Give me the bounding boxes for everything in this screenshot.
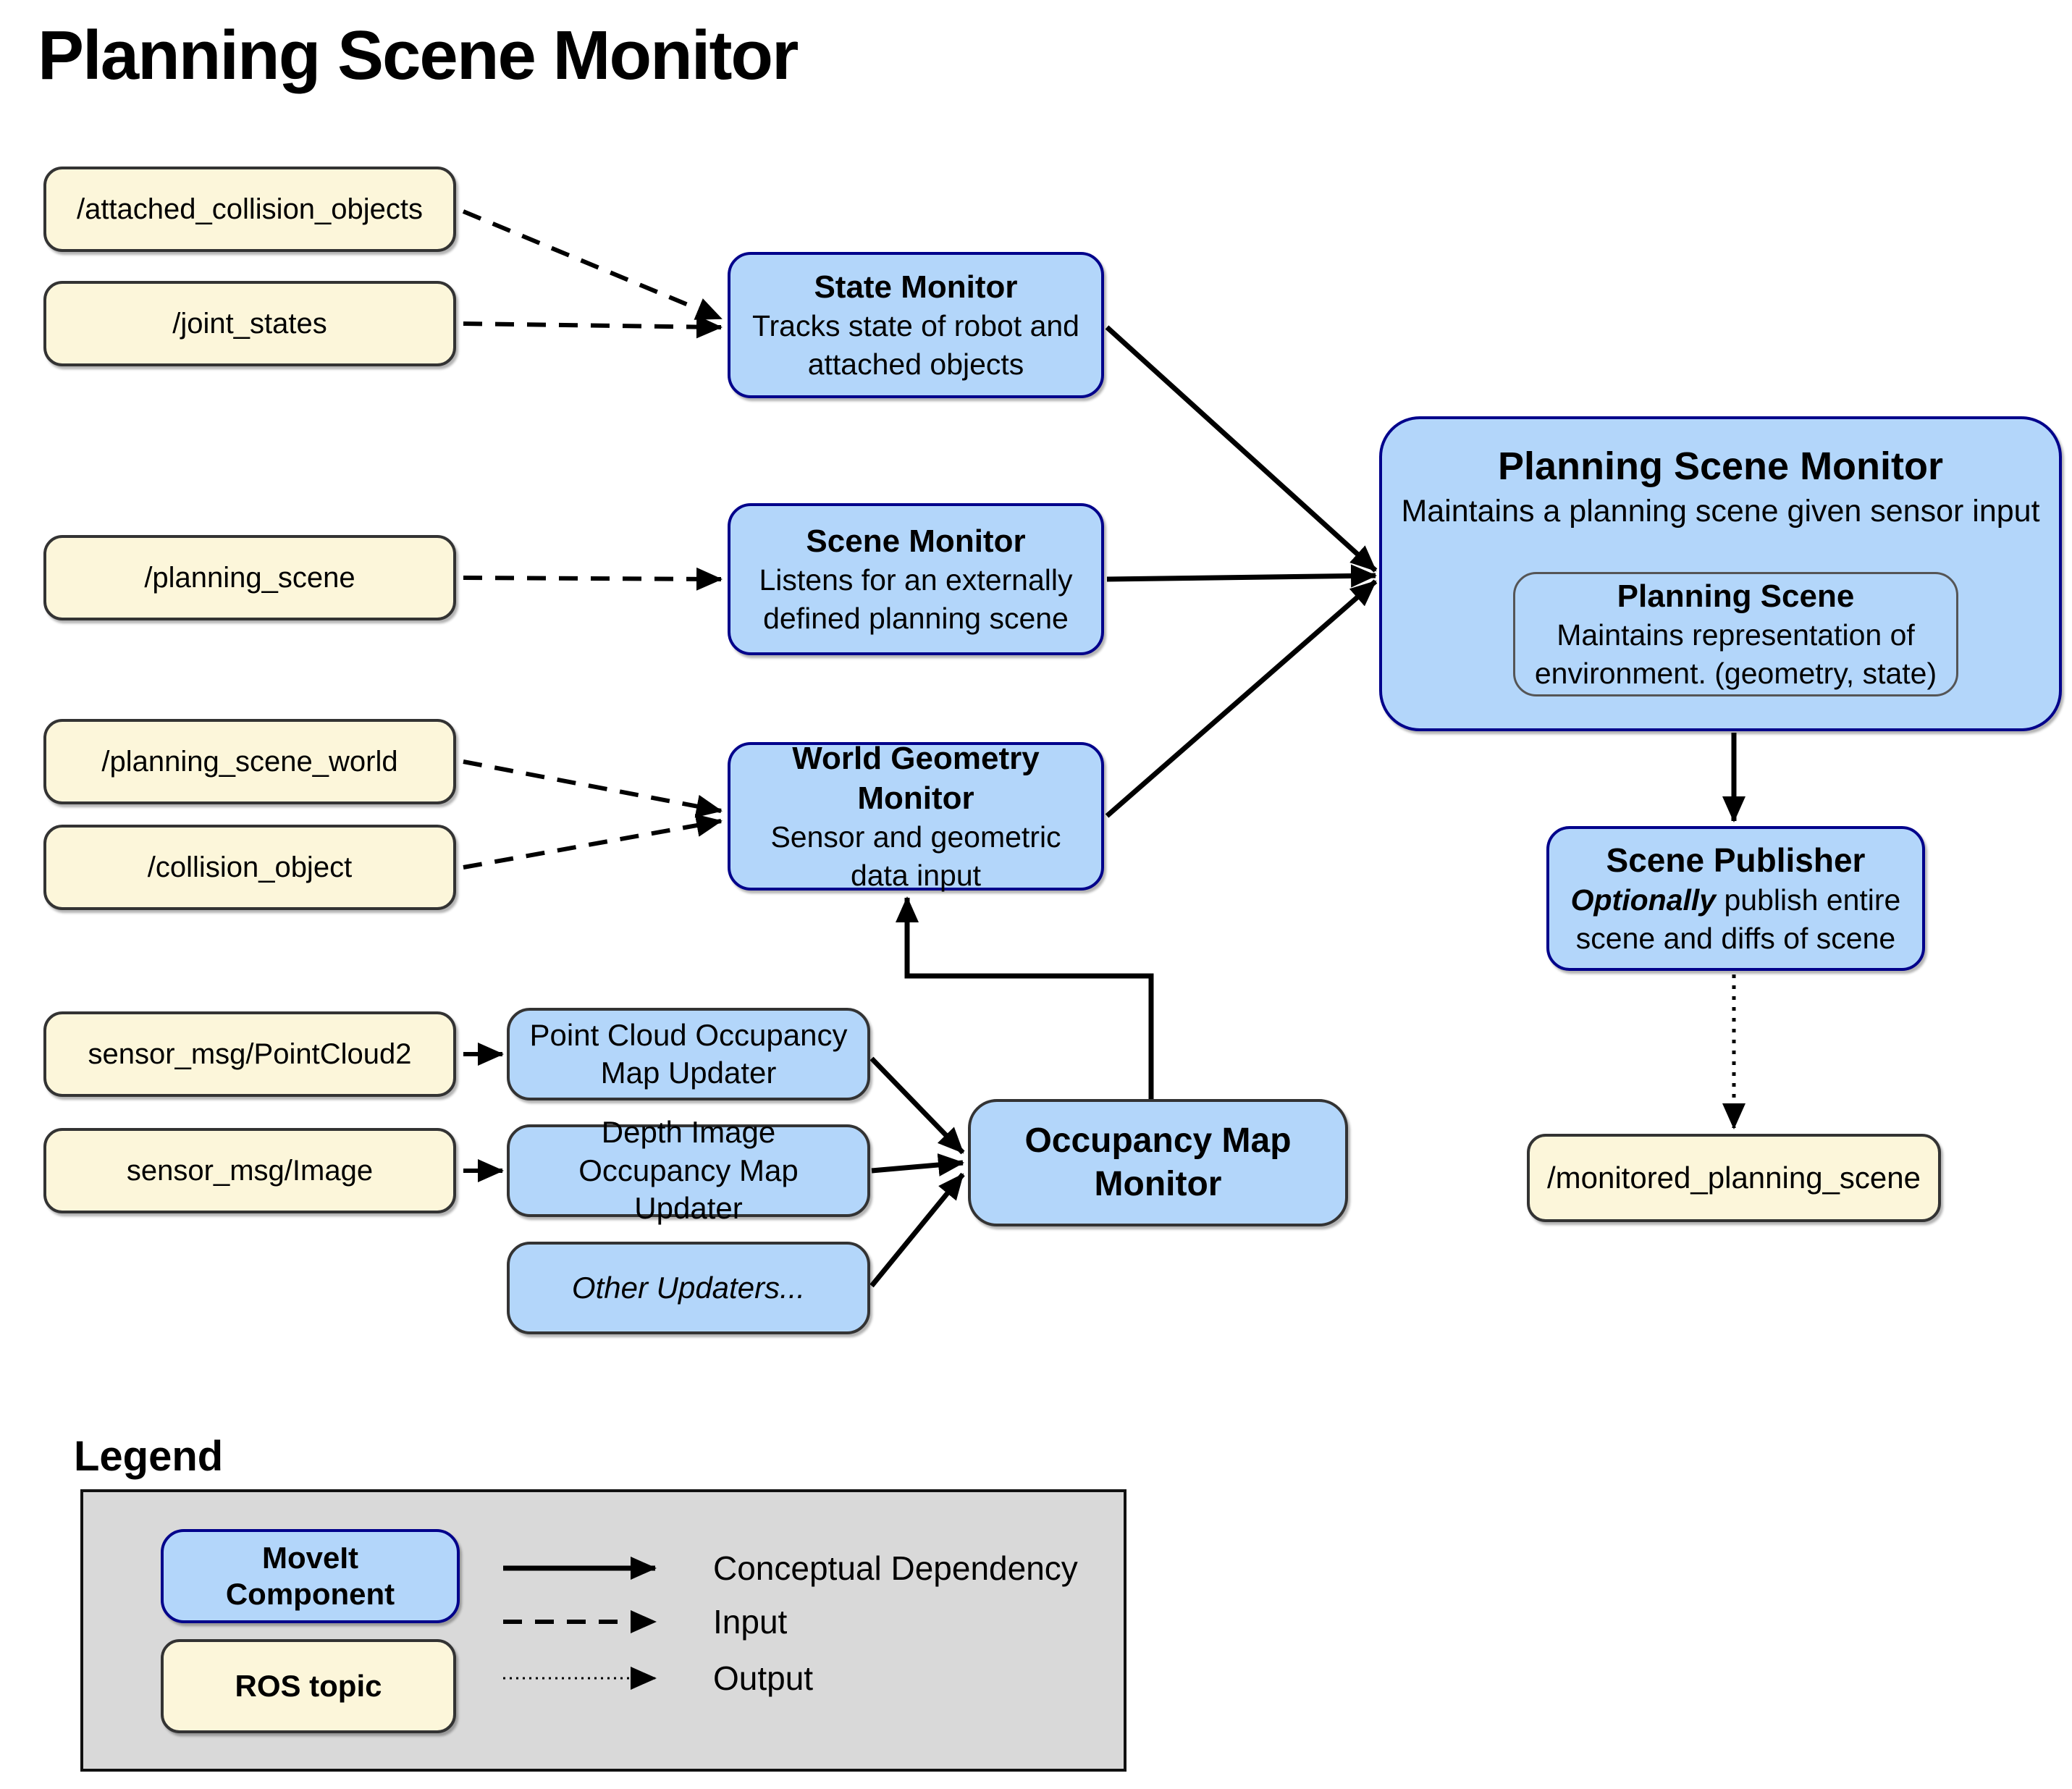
node-title: State Monitor: [814, 269, 1018, 306]
node-body: Maintains a planning scene given sensor …: [1401, 493, 2040, 529]
node-sensor-image: sensor_msg/Image: [43, 1128, 456, 1213]
node-body: Listens for an externally defined planni…: [759, 563, 1073, 635]
node-planning-scene-world: /planning_scene_world: [43, 719, 456, 804]
topic-label: /monitored_planning_scene: [1546, 1161, 1921, 1195]
node-label: Depth Image Occupancy Map Updater: [578, 1115, 799, 1226]
node-body: Tracks state of robot and attached objec…: [752, 309, 1079, 381]
node-body: Maintains representation of environment.…: [1534, 618, 1937, 690]
topic-label: sensor_msg/PointCloud2: [88, 1037, 412, 1070]
edge-joint-states-to-state-monitor: [463, 315, 723, 339]
node-state-monitor: State Monitor Tracks state of robot and …: [728, 252, 1104, 398]
node-body-rest: publish entire scene and diffs of scene: [1575, 883, 1901, 955]
node-planning-scene: Planning Scene Maintains representation …: [1513, 572, 1958, 696]
edge-depth-image-updater-to-occupancy-map-monitor: [871, 1153, 964, 1176]
legend-topic-label: ROS topic: [235, 1669, 382, 1703]
topic-label: /joint_states: [172, 307, 327, 340]
legend-label-output: Output: [713, 1659, 814, 1697]
node-title: Planning Scene Monitor: [1497, 445, 1944, 488]
node-planning-scene-topic: /planning_scene: [43, 535, 456, 620]
node-monitored-planning-scene: /monitored_planning_scene: [1527, 1134, 1941, 1222]
node-point-cloud-updater: Point Cloud Occupancy Map Updater: [507, 1008, 870, 1100]
node-title: Planning Scene: [1617, 578, 1855, 615]
topic-label: /planning_scene_world: [101, 745, 398, 778]
edge-planning-scene-topic-to-scene-monitor: [463, 567, 723, 591]
legend-component-label: MoveIt Component: [225, 1540, 395, 1611]
topic-label: /planning_scene: [144, 561, 355, 594]
edge-planning-scene-world-to-world-geometry-monitor: [463, 759, 723, 818]
node-scene-monitor: Scene Monitor Listens for an externally …: [728, 503, 1104, 655]
node-label: Other Updaters...: [571, 1270, 806, 1305]
node-scene-publisher: Scene Publisher Optionally publish entir…: [1546, 826, 1925, 971]
node-title: Scene Publisher: [1606, 841, 1866, 879]
legend-topic-box: ROS topic: [161, 1639, 456, 1733]
node-body: Optionally publish entire scene and diff…: [1562, 881, 1909, 957]
legend-label-input: Input: [713, 1603, 788, 1641]
node-collision-object: /collision_object: [43, 825, 456, 910]
node-pointcloud2: sensor_msg/PointCloud2: [43, 1011, 456, 1097]
edge-occupancy-map-monitor-to-world-geometry-monitor: [896, 896, 1154, 1099]
node-attached-collision-objects: /attached_collision_objects: [43, 167, 456, 252]
legend-heading: Legend: [74, 1433, 224, 1480]
topic-label: /collision_object: [147, 851, 353, 883]
node-body: Sensor and geometric data input: [770, 820, 1061, 892]
node-occupancy-map-monitor: Occupancy Map Monitor: [968, 1099, 1348, 1226]
node-title: World Geometry Monitor: [792, 741, 1040, 817]
node-title: Occupancy Map Monitor: [1024, 1121, 1292, 1203]
node-world-geometry-monitor: World Geometry Monitor Sensor and geomet…: [728, 741, 1104, 892]
node-joint-states: /joint_states: [43, 281, 456, 366]
topic-label: sensor_msg/Image: [126, 1154, 374, 1187]
page-title: Planning Scene Monitor: [38, 17, 799, 94]
node-body-emphasis: Optionally: [1570, 883, 1717, 917]
edge-scene-monitor-to-planning-scene-monitor: [1106, 564, 1377, 588]
edge-other-updaters-to-occupancy-map-monitor: [869, 1172, 965, 1288]
node-depth-image-updater: Depth Image Occupancy Map Updater: [507, 1115, 870, 1225]
node-title: Scene Monitor: [806, 523, 1026, 560]
edge-point-cloud-updater-to-occupancy-map-monitor: [869, 1056, 965, 1155]
edge-state-monitor-to-planning-scene-monitor: [1105, 325, 1378, 573]
node-label: Point Cloud Occupancy Map Updater: [529, 1017, 848, 1090]
legend-label-conceptual-dependency: Conceptual Dependency: [713, 1549, 1078, 1587]
edge-collision-object-to-world-geometry-monitor: [463, 814, 723, 870]
legend-component-box: MoveIt Component: [161, 1529, 460, 1623]
edge-world-geometry-monitor-to-planning-scene-monitor: [1105, 579, 1378, 818]
node-other-updaters: Other Updaters...: [507, 1242, 870, 1334]
topic-label: /attached_collision_objects: [76, 193, 424, 225]
edge-attached-collision-objects-to-state-monitor: [462, 209, 723, 321]
